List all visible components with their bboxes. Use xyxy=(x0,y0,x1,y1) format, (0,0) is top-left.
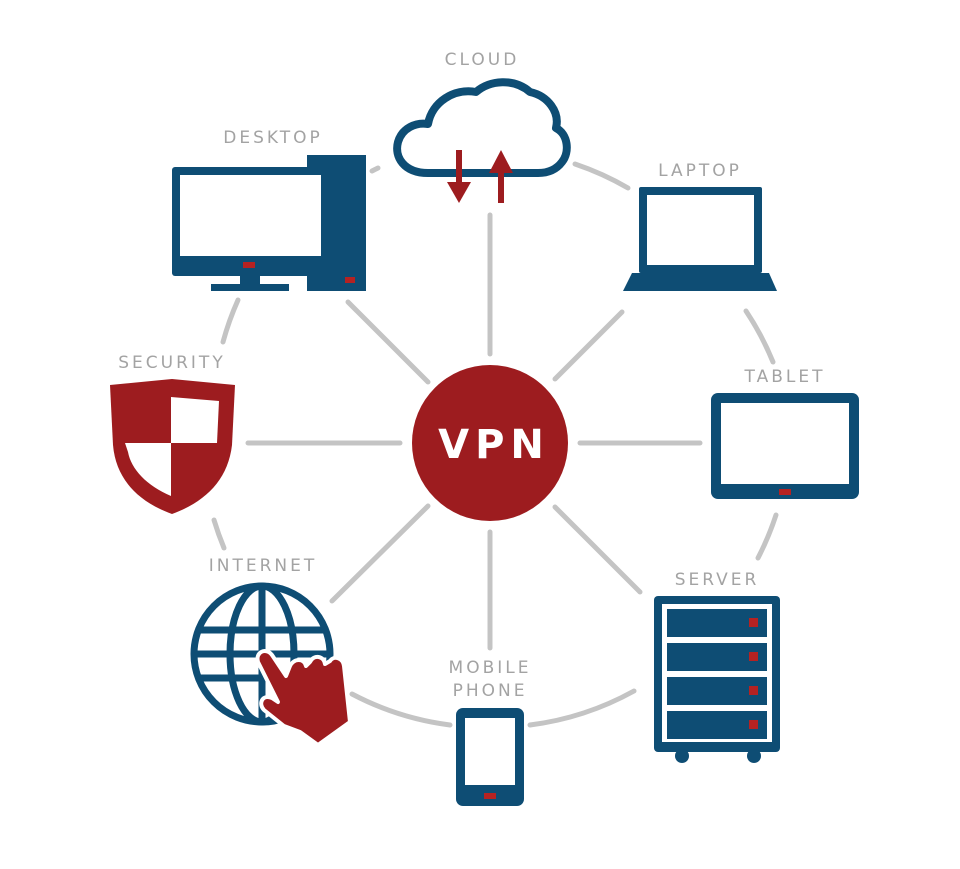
mobile-phone-label-line1: MOBILE xyxy=(449,658,532,678)
server-rack-icon xyxy=(654,596,780,763)
internet-node: INTERNET xyxy=(190,556,352,747)
pointing-hand-icon xyxy=(255,649,352,747)
outer-ring xyxy=(211,161,779,728)
desktop-node: DESKTOP xyxy=(172,128,366,291)
cloud-node: CLOUD xyxy=(393,50,571,203)
spoke-laptop xyxy=(552,309,625,382)
mobile-phone-node: MOBILE PHONE xyxy=(449,658,532,806)
security-node: SECURITY xyxy=(110,353,235,514)
spoke-server xyxy=(552,504,643,595)
laptop-node: LAPTOP xyxy=(623,161,777,291)
vpn-hub-circle xyxy=(412,365,568,521)
tablet-icon xyxy=(711,393,859,499)
cloud-icon xyxy=(393,78,571,203)
spoke-internet xyxy=(329,503,431,604)
download-arrow-icon xyxy=(447,150,471,203)
shield-icon xyxy=(110,379,235,514)
server-label: SERVER xyxy=(675,570,760,590)
laptop-icon xyxy=(623,187,777,291)
tablet-node: TABLET xyxy=(711,367,859,499)
laptop-label: LAPTOP xyxy=(658,161,742,181)
cloud-label: CLOUD xyxy=(445,50,520,70)
tablet-label: TABLET xyxy=(744,367,826,387)
upload-arrow-icon xyxy=(489,150,513,203)
desktop-label: DESKTOP xyxy=(223,128,322,148)
desktop-icon xyxy=(172,155,366,291)
internet-label: INTERNET xyxy=(209,556,318,576)
spoke-desktop xyxy=(345,299,431,385)
mobile-phone-label-line2: PHONE xyxy=(453,681,528,701)
server-node: SERVER xyxy=(654,570,780,763)
mobile-phone-icon xyxy=(456,708,524,806)
security-label: SECURITY xyxy=(118,353,225,373)
vpn-hub-label: VPN xyxy=(438,422,550,468)
spokes xyxy=(245,212,703,651)
vpn-hub: VPN xyxy=(412,365,568,521)
